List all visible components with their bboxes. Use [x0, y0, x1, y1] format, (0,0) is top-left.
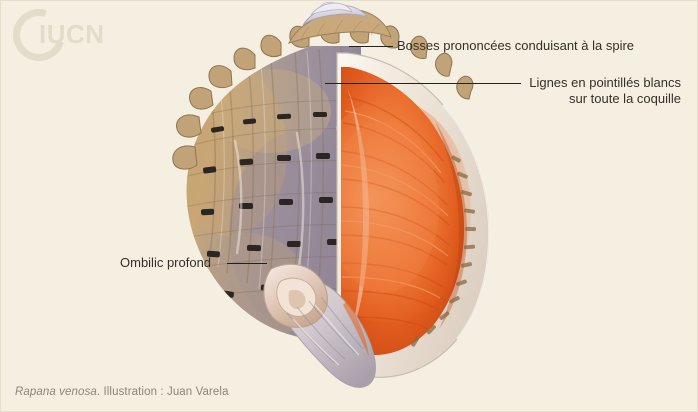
iucn-ring-icon: [3, 1, 75, 71]
shell-aperture: [336, 52, 491, 378]
leader-line-ombilic: [227, 263, 267, 264]
leader-line-lignes: [325, 83, 521, 84]
annotation-bosses: Bosses prononcées conduisant à la spire: [397, 38, 635, 53]
shell-illustration: [172, 1, 491, 388]
iucn-wordmark: IUCN: [39, 19, 105, 49]
shell-spire-apex: [288, 1, 392, 44]
annotation-lignes: Lignes en pointillés blancs sur toute la…: [529, 75, 681, 106]
leader-line-bosses: [349, 46, 393, 47]
iucn-watermark-logo: IUCN: [3, 1, 159, 71]
caption-species: Rapana venosa: [15, 386, 97, 398]
annotation-ombilic: Ombilic profond: [120, 255, 212, 270]
figure-caption: Rapana venosa. Illustration : Juan Varel…: [15, 386, 229, 398]
caption-credit: . Illustration : Juan Varela: [96, 386, 229, 398]
shell-umbilicus: [263, 263, 376, 388]
